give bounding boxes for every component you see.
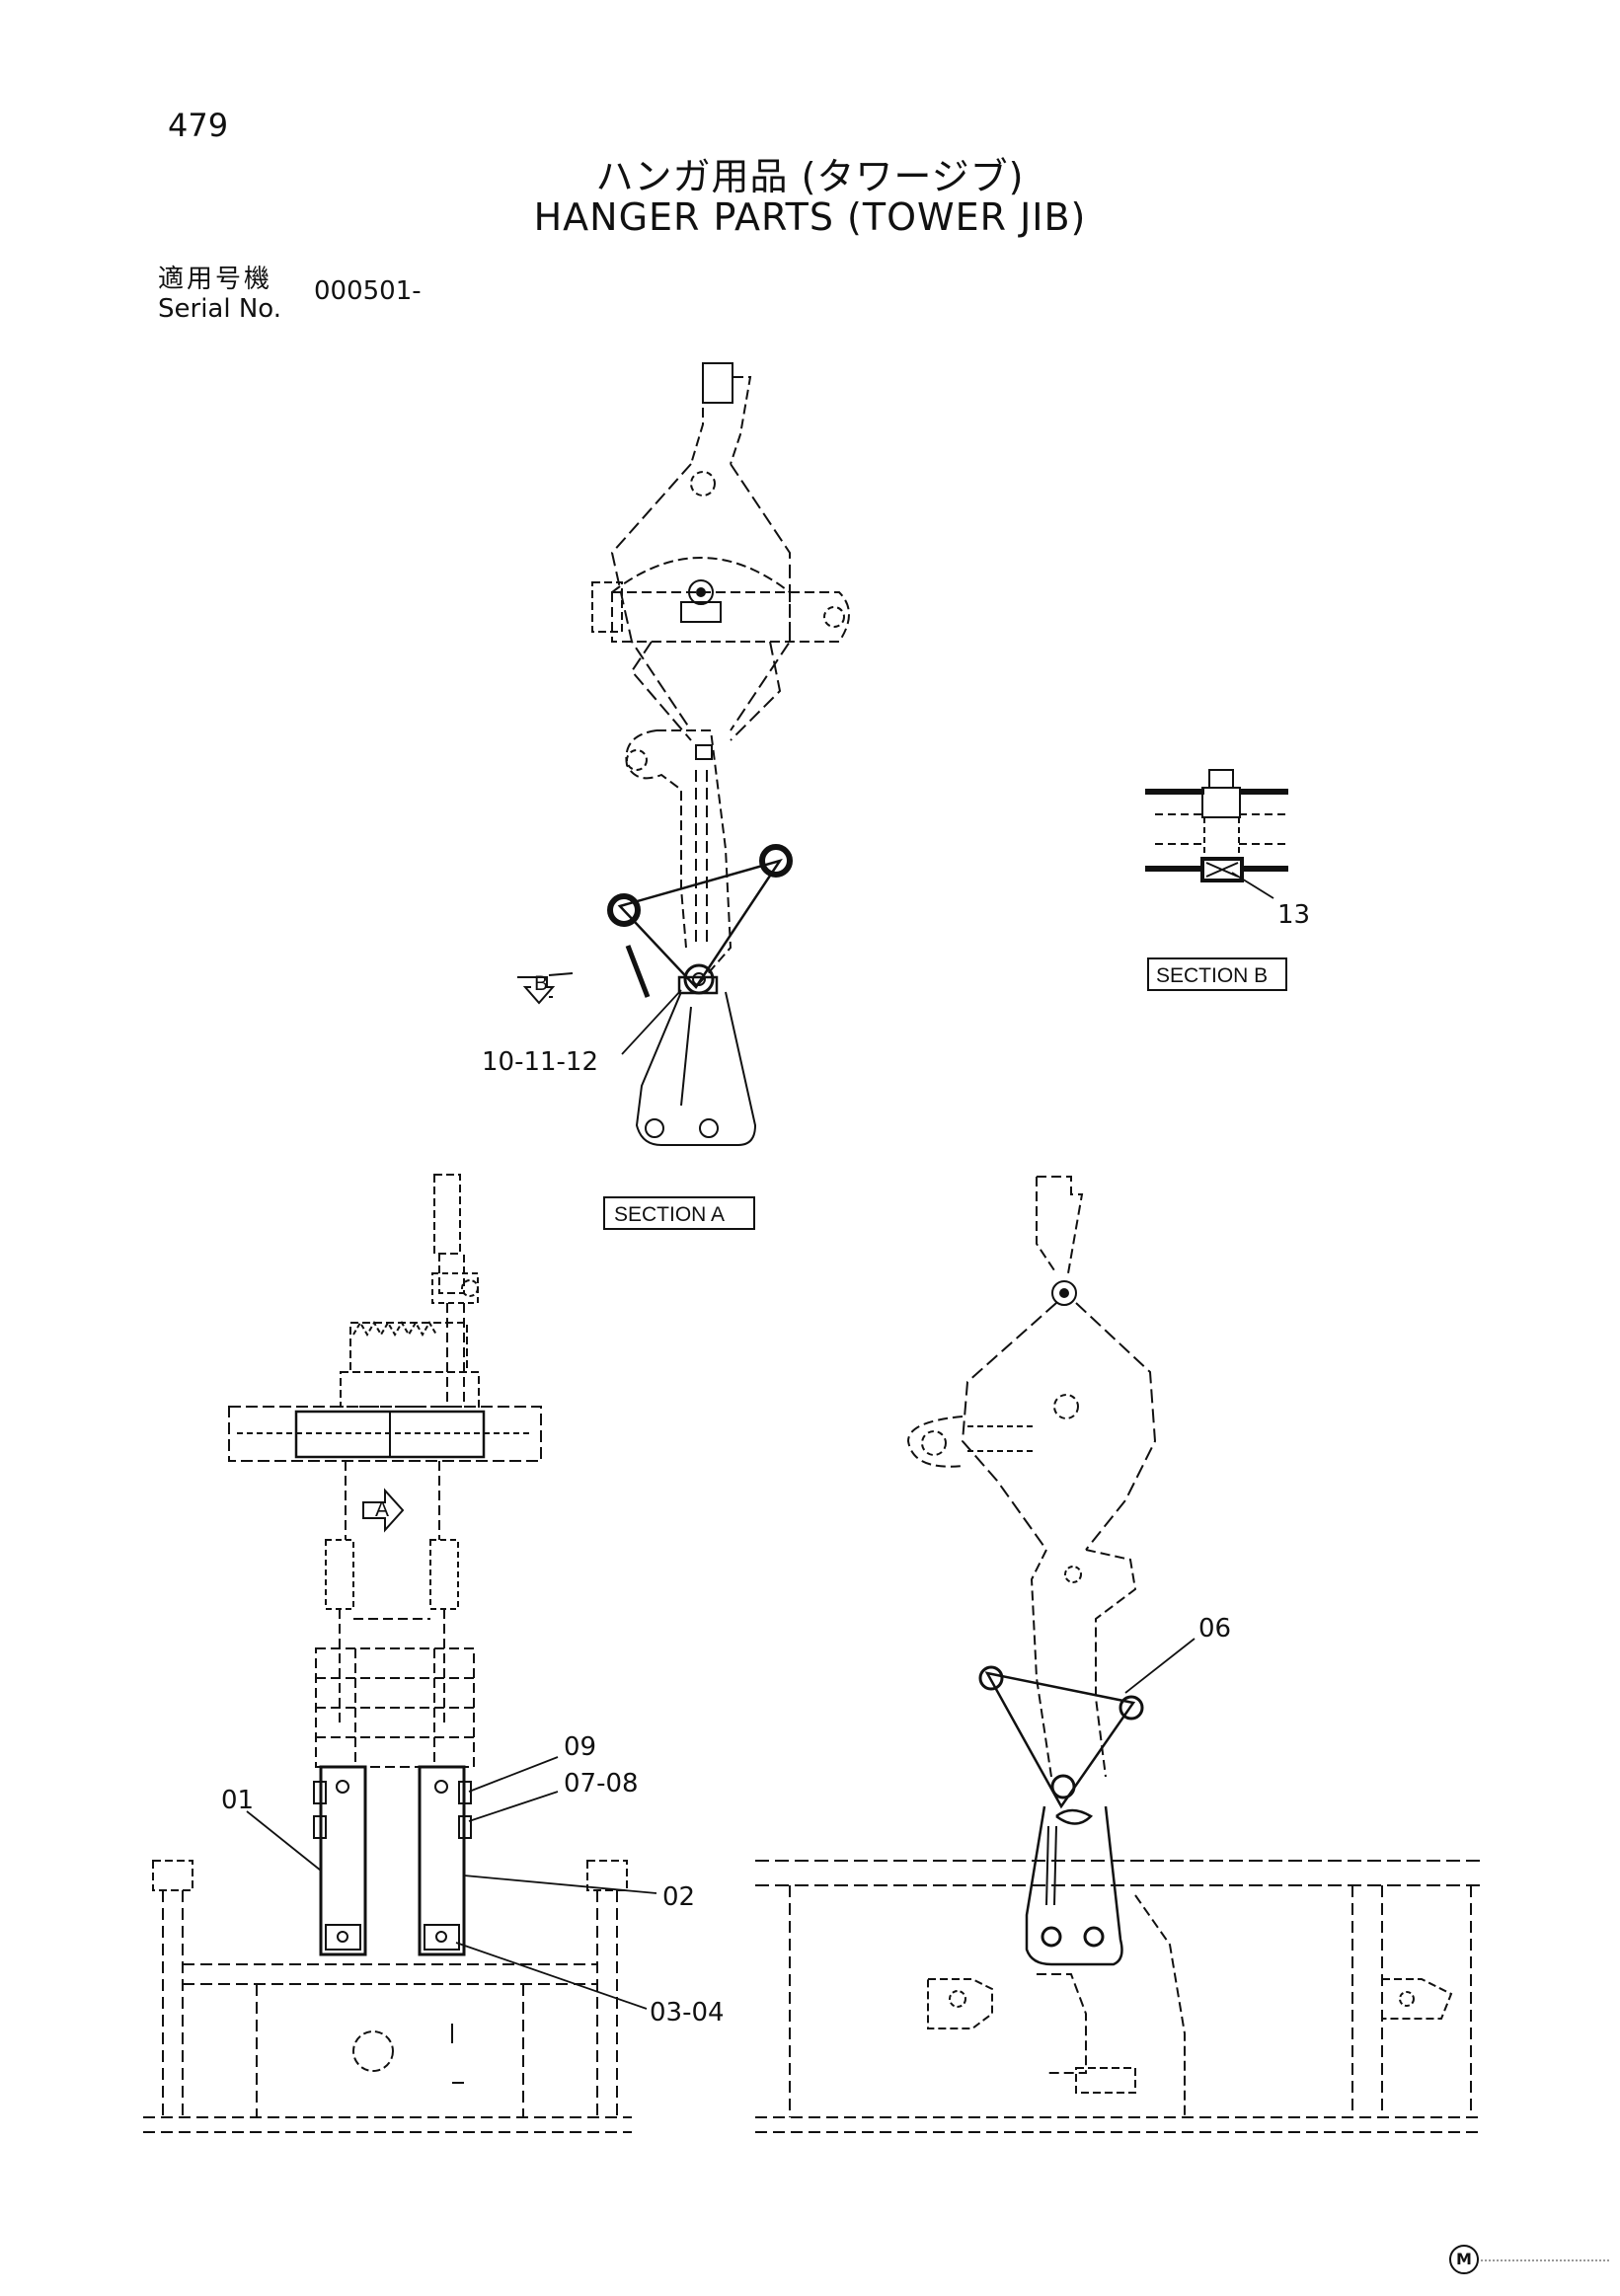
page-title-english: HANGER PARTS (TOWER JIB) [533,195,1087,239]
footer-dotted-rule [1481,2259,1609,2261]
callout-03-04: 03-04 [650,1998,725,2028]
serial-label-japanese: 適用号機 [158,265,273,294]
callout-10-11-12: 10-11-12 [482,1047,598,1077]
svg-text:SECTION A: SECTION A [614,1203,725,1226]
section-b-label: SECTION B [1147,957,1287,991]
callout-01: 01 [221,1786,254,1815]
view-marker-b-letter: B [534,972,548,995]
page-title-japanese: ハンガ用品 (タワージブ) [595,155,1025,198]
page-number: 479 [168,107,229,144]
callout-13: 13 [1277,900,1310,930]
serial-label-english: Serial No. [158,294,281,324]
svg-text:SECTION B: SECTION B [1156,964,1268,987]
manufacturer-mark: M [1449,2245,1479,2274]
side-view [755,1176,1481,2133]
section-a-label: SECTION A [603,1196,755,1230]
serial-number-value: 000501- [314,276,422,306]
leader-lines [246,872,1274,2010]
section-b-view [1145,769,1288,882]
front-view [143,1174,632,2133]
callout-09: 09 [564,1732,596,1762]
callout-06: 06 [1198,1614,1231,1644]
view-marker-b [517,972,574,1005]
section-a-view [591,362,850,1146]
callout-07-08: 07-08 [564,1769,639,1799]
view-marker-a-letter: A [375,1498,389,1521]
callout-02: 02 [662,1882,695,1912]
